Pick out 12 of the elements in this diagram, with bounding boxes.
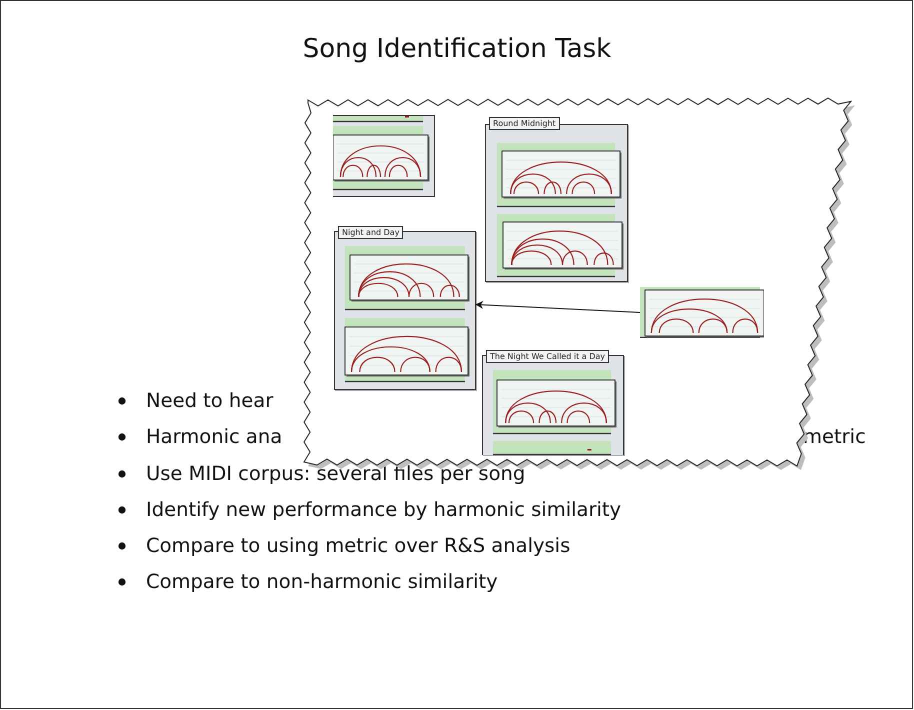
arrow: [475, 300, 640, 313]
bullet-text: Need to hear: [146, 389, 274, 412]
bullet-text: Compare to non-harmonic similarity: [146, 570, 498, 593]
bullet-text: Compare to using metric over R&S analysis: [146, 534, 570, 557]
song-title: The Night We Called it a Day: [486, 350, 609, 363]
song-title: Night and Day: [338, 226, 404, 239]
bullet-text: Identify new performance by harmonic similarity: [146, 498, 622, 521]
bullet-text: metric: [803, 425, 866, 448]
bullet-text: Harmonic ana: [146, 425, 282, 448]
song-title: Round Midnight: [489, 117, 560, 130]
slide-title: Song Identification Task: [302, 34, 612, 64]
bullet-text: Use MIDI corpus: several files per song: [146, 462, 526, 485]
